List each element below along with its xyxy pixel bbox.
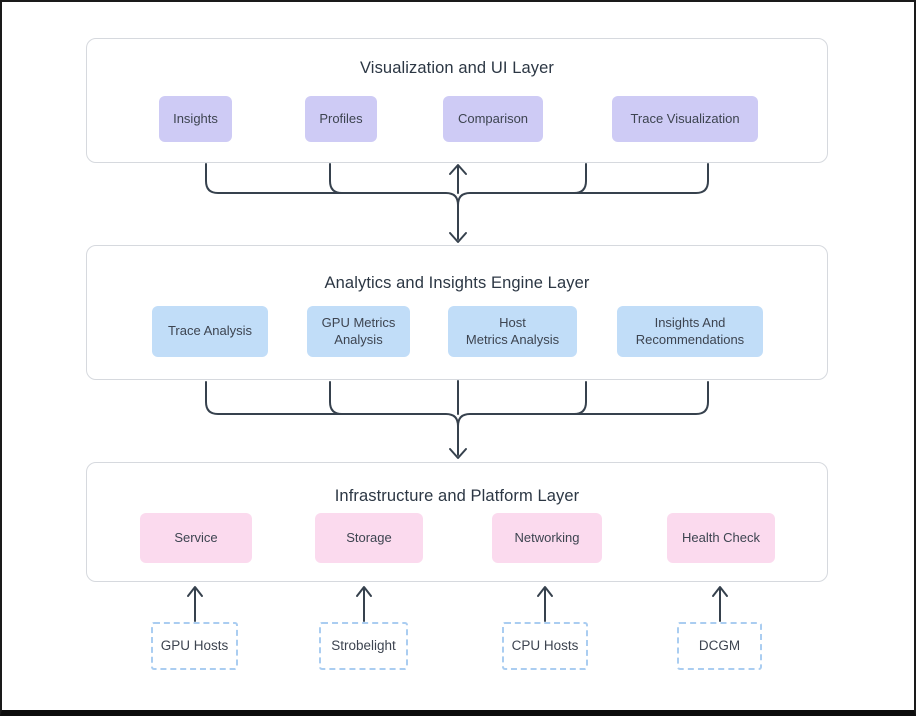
up-arrowhead [449,164,467,175]
brace-left-outer [205,381,459,456]
layer-title-visualization-ui: Visualization and UI Layer [360,59,554,77]
brace-right-outer [457,381,709,427]
node-dcgm: DCGM [677,622,762,670]
node-profiles: Profiles [305,96,377,142]
brace-right-inner [573,163,587,194]
node-comparison: Comparison [443,96,543,142]
connector-ui-to-analytics [205,163,709,243]
node-gpu-hosts: GPU Hosts [151,622,238,670]
node-insights: Insights [159,96,232,142]
arrowhead-gpu-hosts [187,586,203,597]
arrowhead-cpu-hosts [537,586,553,597]
brace-left-inner [329,381,343,415]
node-health-check: Health Check [667,513,775,563]
node-trace-visualization: Trace Visualization [612,96,758,142]
source-arrows [187,586,728,622]
node-cpu-hosts: CPU Hosts [502,622,588,670]
node-networking: Networking [492,513,602,563]
arrowhead-dcgm [712,586,728,597]
brace-right-inner [573,381,587,415]
brace-left-outer [205,163,459,240]
down-arrowhead [449,448,467,459]
node-insights-recommendations: Insights And Recommendations [617,306,763,357]
layer-title-analytics-engine: Analytics and Insights Engine Layer [324,274,590,292]
connector-analytics-to-infra [205,380,709,459]
layer-title-infrastructure-platform: Infrastructure and Platform Layer [334,487,580,505]
node-host-metrics-analysis: Host Metrics Analysis [448,306,577,357]
node-service: Service [140,513,252,563]
node-storage: Storage [315,513,423,563]
node-strobelight: Strobelight [319,622,408,670]
brace-right-outer [457,163,709,206]
brace-left-inner [329,163,343,194]
node-trace-analysis: Trace Analysis [152,306,268,357]
down-arrowhead [449,232,467,243]
node-gpu-metrics-analysis: GPU Metrics Analysis [307,306,410,357]
arrowhead-strobelight [356,586,372,597]
